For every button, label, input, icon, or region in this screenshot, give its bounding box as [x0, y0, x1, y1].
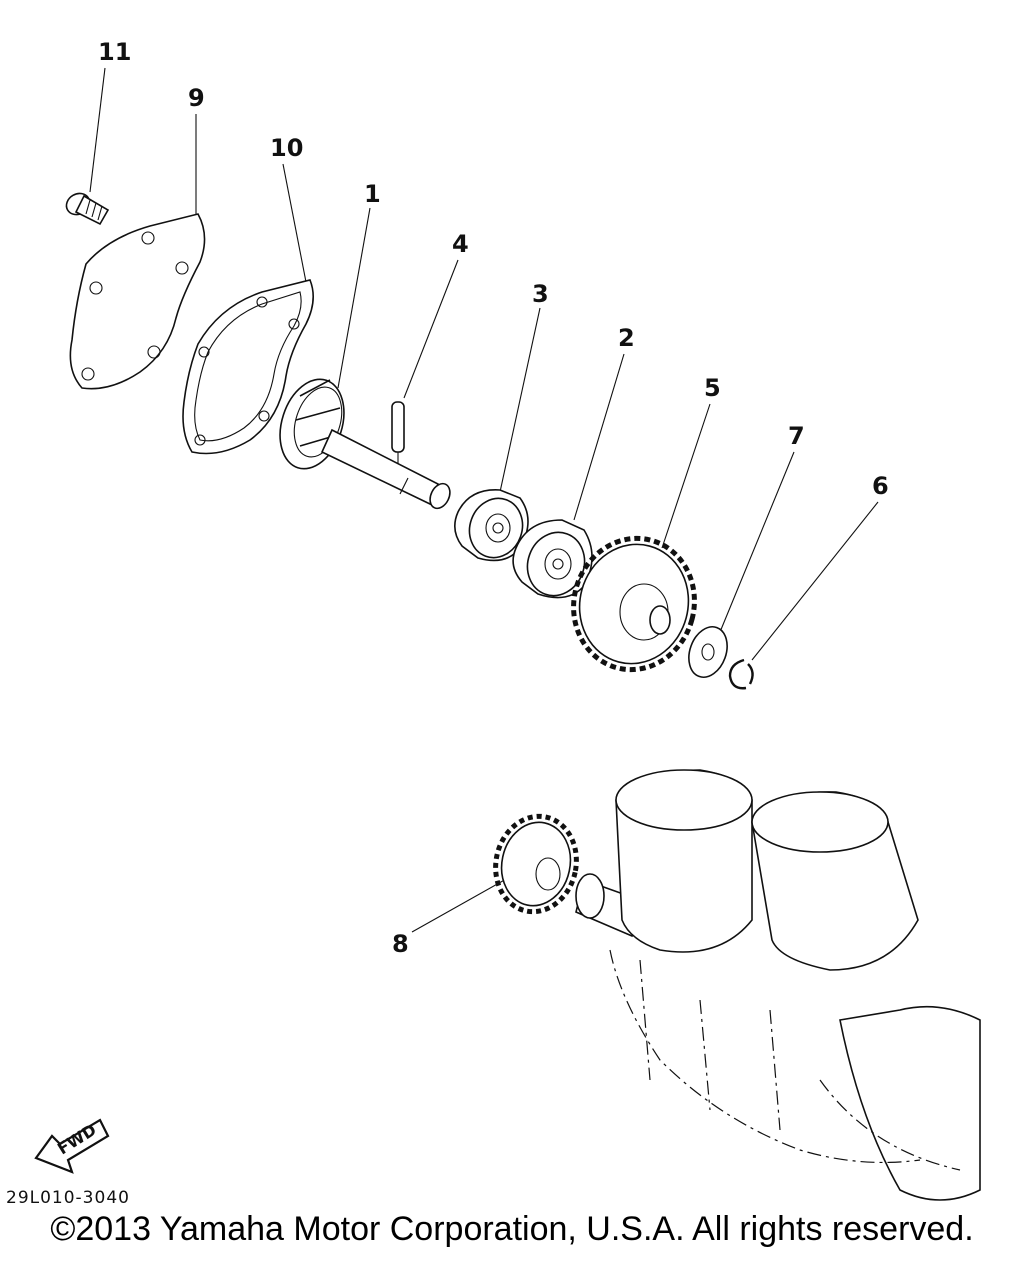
bolt-part-11 [65, 192, 110, 226]
circlip-part-6 [728, 658, 754, 690]
washer-part-7 [688, 626, 728, 678]
callout-3: 3 [532, 280, 549, 308]
callout-6: 6 [872, 472, 889, 500]
gasket-part-10 [182, 279, 314, 455]
callout-9: 9 [188, 84, 205, 112]
callout-8: 8 [392, 930, 409, 958]
callout-2: 2 [618, 324, 635, 352]
callout-10: 10 [270, 134, 303, 162]
part-code: 29L010-3040 [6, 1188, 130, 1208]
callout-1: 1 [364, 180, 381, 208]
impeller-shaft-part-1 [279, 378, 451, 510]
callout-7: 7 [788, 422, 805, 450]
crankcase-outline [575, 769, 981, 1201]
cover-plate-part-9 [69, 213, 206, 390]
crank-gear-part-8 [493, 813, 579, 915]
fwd-arrow-icon: FWD [34, 1118, 110, 1174]
callout-4: 4 [452, 230, 469, 258]
copyright-notice: ©2013 Yamaha Motor Corporation, U.S.A. A… [50, 1210, 974, 1248]
leader-lines [89, 67, 879, 933]
pin-part-4 [391, 401, 405, 464]
callout-11: 11 [98, 38, 131, 66]
bearing-part-3 [454, 489, 529, 562]
callout-5: 5 [704, 374, 721, 402]
gear-part-5 [571, 535, 697, 673]
